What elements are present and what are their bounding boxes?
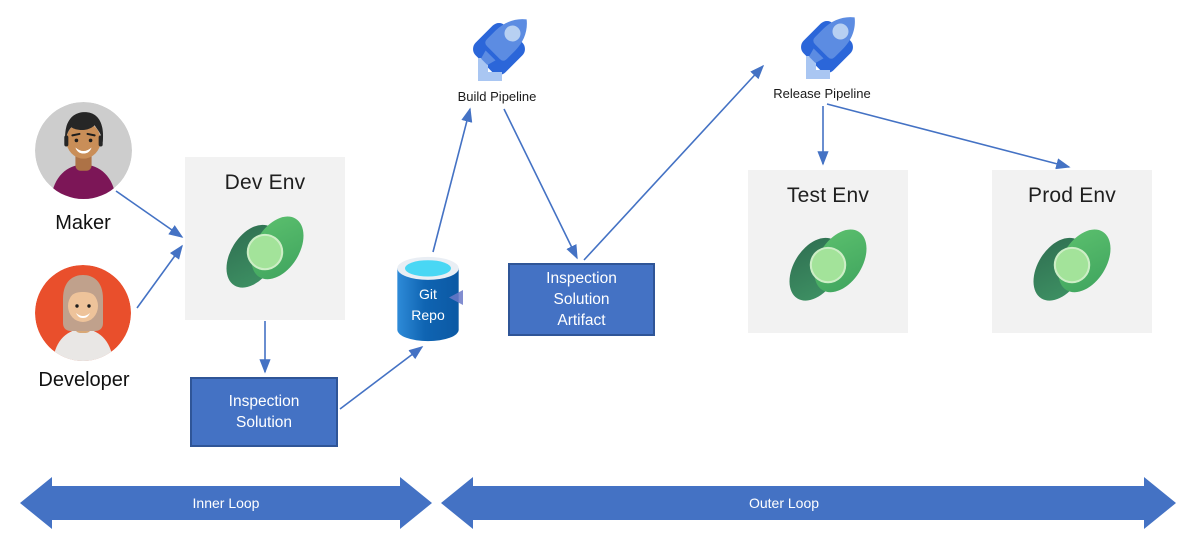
maker-avatar: [35, 102, 132, 199]
outer-loop-label: Outer Loop: [748, 495, 820, 511]
arrow-developer-to-dev: [136, 244, 183, 309]
inspection-solution-box: Inspection Solution: [190, 377, 338, 447]
arrow-release-to-prod: [826, 103, 1071, 170]
artifact-line3: Artifact: [557, 312, 606, 329]
dev-env-box: Dev Env: [185, 157, 345, 320]
inner-loop-label: Inner Loop: [192, 495, 260, 511]
dataverse-icon: [1022, 214, 1122, 314]
test-env-box: Test Env: [748, 170, 908, 333]
git-repo-text: Git Repo: [395, 284, 461, 326]
dataverse-icon: [215, 201, 315, 301]
artifact-line2: Solution: [553, 291, 610, 308]
prod-env-box: Prod Env: [992, 170, 1152, 333]
inspection-solution-line1: Inspection: [228, 393, 300, 410]
prod-env-title: Prod Env: [1028, 184, 1116, 207]
arrow-inspection-solution-to-git: [339, 346, 424, 410]
developer-avatar: [35, 265, 131, 361]
arrow-git-to-build-pipeline: [432, 107, 473, 253]
developer-label: Developer: [38, 369, 130, 391]
inspection-solution-line2: Solution: [235, 414, 292, 431]
maker-label: Maker: [55, 212, 111, 234]
artifact-line1: Inspection: [546, 270, 617, 287]
git-repo-line2: Repo: [411, 307, 445, 323]
arrow-build-to-artifact: [503, 108, 578, 260]
arrow-artifact-to-release-pipeline: [583, 64, 765, 261]
dataverse-icon: [778, 214, 878, 314]
git-repo-line1: Git: [419, 286, 437, 302]
test-env-title: Test Env: [786, 184, 870, 207]
release-pipeline-icon: [794, 6, 870, 82]
release-pipeline-label: Release Pipeline: [773, 86, 871, 101]
inspection-solution-artifact-box: Inspection Solution Artifact: [508, 263, 655, 336]
dev-env-title: Dev Env: [224, 171, 306, 194]
build-pipeline-label: Build Pipeline: [457, 89, 537, 104]
build-pipeline-icon: [466, 8, 542, 84]
